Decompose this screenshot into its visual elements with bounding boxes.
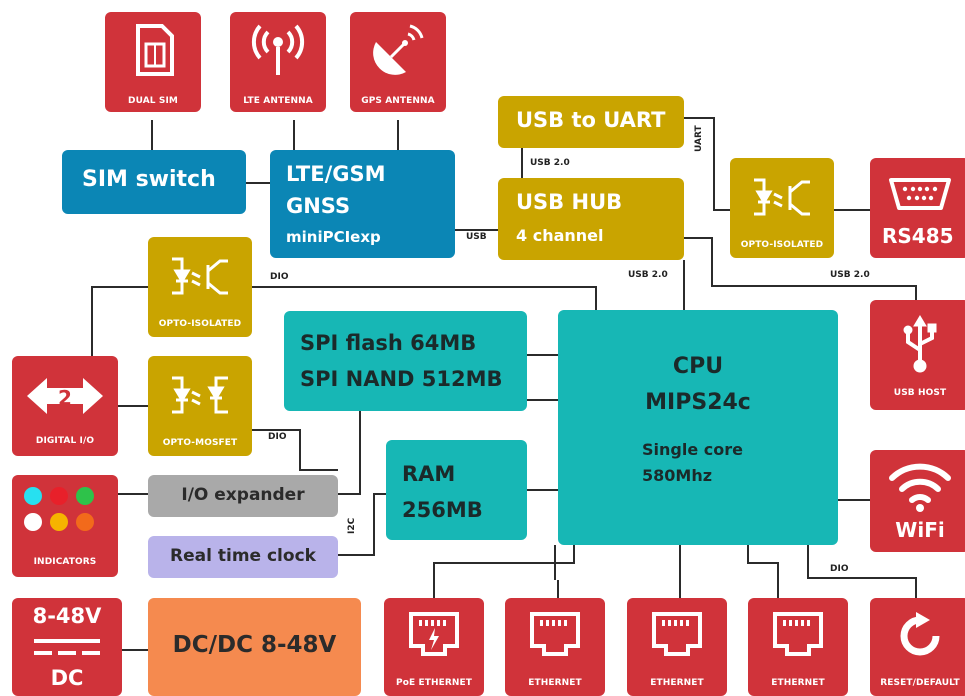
ethernet-port-icon <box>652 612 702 656</box>
power-type: DC <box>50 666 84 690</box>
dc-symbol-icon <box>34 639 100 655</box>
indicator-led <box>76 513 94 531</box>
indicator-led <box>24 513 42 531</box>
ethernet-port-icon <box>773 612 823 656</box>
cpu-frequency: 580Mhz <box>642 466 713 485</box>
opto-mosfet-icon <box>172 376 228 414</box>
lte-label: LTE/GSM <box>286 162 386 186</box>
io-expander-block: I/O expander <box>148 475 338 517</box>
dcdc-block: DC/DC 8-48V <box>148 598 361 696</box>
power-voltage: 8-48V <box>32 604 102 628</box>
bidirectional-arrow-icon <box>27 378 103 414</box>
serial-port-icon <box>889 178 951 210</box>
opto-isolated-left-block: OPTO-ISOLATED <box>148 237 252 337</box>
spi-flash-label: SPI flash 64MB <box>300 331 477 355</box>
power-input-block: 8-48V DC <box>12 598 122 696</box>
wifi-icon <box>889 463 951 512</box>
digital-io-count: 2 <box>58 386 72 410</box>
dcdc-label: DC/DC 8-48V <box>172 632 337 658</box>
ram-size: 256MB <box>402 498 483 522</box>
indicators-label: INDICATORS <box>33 557 97 567</box>
optocoupler-icon <box>754 178 810 216</box>
usb-host-label: USB HOST <box>893 388 947 398</box>
minipcie-label: miniPCIexp <box>286 228 381 246</box>
ram-label: RAM <box>402 462 456 486</box>
usb-host-block: USB HOST <box>870 300 965 410</box>
cpu-label: CPU <box>672 354 724 379</box>
rs485-label: RS485 <box>882 224 954 248</box>
lte-antenna-label: LTE ANTENNA <box>243 96 313 106</box>
reset-icon <box>900 612 940 656</box>
cpu-cores: Single core <box>642 440 743 459</box>
dual-sim-label: DUAL SIM <box>128 96 178 106</box>
ethernet-port-3: ETHERNET <box>748 598 848 696</box>
usb-to-uart-block: USB to UART <box>498 96 684 148</box>
spi-nand-label: SPI NAND 512MB <box>300 367 503 391</box>
spi-flash-block: SPI flash 64MB SPI NAND 512MB <box>284 311 527 411</box>
poe-ethernet-port: PoE ETHERNET <box>384 598 484 696</box>
indicator-led <box>76 487 94 505</box>
usb-hub-block: USB HUB 4 channel <box>498 178 684 260</box>
ram-block: RAM 256MB <box>386 440 527 540</box>
digital-io-label: DIGITAL I/O <box>35 436 95 446</box>
ethernet-1-label: ETHERNET <box>528 678 582 688</box>
lte-gsm-block: LTE/GSM GNSS miniPCIexp <box>270 150 455 258</box>
digital-io-block: 2 DIGITAL I/O <box>12 356 118 456</box>
ethernet-port-2: ETHERNET <box>627 598 727 696</box>
label-i2c: I2C <box>347 517 357 534</box>
lte-antenna-block: LTE ANTENNA <box>230 12 326 112</box>
label-usb20-cpu: USB 2.0 <box>628 270 668 280</box>
indicator-led <box>50 513 68 531</box>
label-usb20-host: USB 2.0 <box>830 270 870 280</box>
rtc-label: Real time clock <box>170 546 316 566</box>
opto-isolated-right-block: OPTO-ISOLATED <box>730 158 834 258</box>
poe-ethernet-label: PoE ETHERNET <box>396 678 472 688</box>
ethernet-port-icon <box>409 612 459 656</box>
label-usb20-uart: USB 2.0 <box>530 158 570 168</box>
indicators-block: INDICATORS <box>12 475 118 577</box>
usb-to-uart-label: USB to UART <box>516 108 666 132</box>
label-dio-opto: DIO <box>270 272 289 282</box>
ethernet-2-label: ETHERNET <box>650 678 704 688</box>
opto-isolated-right-label: OPTO-ISOLATED <box>740 240 824 250</box>
sim-switch-label: SIM switch <box>82 167 216 192</box>
rs485-block: RS485 <box>870 158 965 258</box>
indicator-led <box>24 487 42 505</box>
wifi-block: WiFi <box>870 450 965 552</box>
reset-label: RESET/DEFAULT <box>880 678 960 688</box>
usb-hub-label: USB HUB <box>516 190 623 214</box>
label-uart: UART <box>694 125 704 152</box>
sim-card-icon <box>136 24 174 76</box>
wifi-label: WiFi <box>895 518 945 542</box>
satellite-dish-icon <box>373 24 424 75</box>
gps-antenna-label: GPS ANTENNA <box>361 96 435 106</box>
cpu-model: MIPS24c <box>645 390 751 415</box>
usb-hub-channels: 4 channel <box>516 226 604 245</box>
label-dio-mosfet: DIO <box>268 432 287 442</box>
optocoupler-icon <box>172 257 228 295</box>
label-dio-reset: DIO <box>830 564 849 574</box>
sim-switch-block: SIM switch <box>62 150 246 214</box>
opto-mosfet-block: OPTO-MOSFET <box>148 356 252 456</box>
gps-antenna-block: GPS ANTENNA <box>350 12 446 112</box>
reset-button-block: RESET/DEFAULT <box>870 598 965 696</box>
indicator-led <box>50 487 68 505</box>
ethernet-3-label: ETHERNET <box>771 678 825 688</box>
dual-sim-block: DUAL SIM <box>105 12 201 112</box>
opto-isolated-left-label: OPTO-ISOLATED <box>158 319 242 329</box>
cpu-block: CPU MIPS24c Single core 580Mhz <box>558 310 838 545</box>
ethernet-port-1: ETHERNET <box>505 598 605 696</box>
io-expander-label: I/O expander <box>181 485 305 505</box>
opto-mosfet-label: OPTO-MOSFET <box>162 438 238 448</box>
ethernet-port-icon <box>530 612 580 656</box>
label-usb: USB <box>466 232 487 242</box>
antenna-icon <box>251 24 305 75</box>
rtc-block: Real time clock <box>148 536 338 578</box>
usb-icon <box>903 315 937 373</box>
gnss-label: GNSS <box>286 194 351 218</box>
